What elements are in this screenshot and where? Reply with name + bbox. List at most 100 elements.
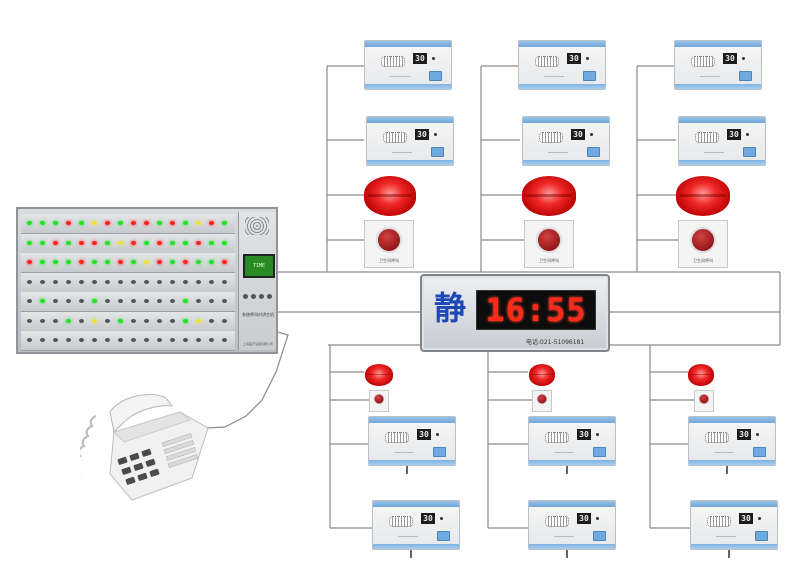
toilet-call-switch[interactable]: 卫生间呼叫 [524,220,574,268]
call-button[interactable] [587,147,600,157]
indicator-row [21,214,235,234]
status-led [27,241,32,245]
handset-cord [726,466,728,474]
call-button[interactable] [739,71,752,81]
call-knob[interactable] [690,227,716,253]
corridor-clock-display: 静 16:55 电话:021-51096181 [420,274,610,352]
toilet-call-switch[interactable]: 卫生间呼叫 [364,220,414,268]
status-led [144,280,149,284]
indicator-row [21,234,235,254]
call-button[interactable] [433,447,446,457]
status-led [196,319,201,323]
call-knob[interactable] [536,227,562,253]
bed-unit[interactable]: 30 [372,500,460,550]
status-led [92,280,97,284]
toilet-call-switch[interactable]: 卫生间呼叫 [678,220,728,268]
status-led [92,241,97,245]
handset-cord [566,466,568,474]
call-knob[interactable] [374,394,385,405]
corridor-lamp [365,364,393,386]
status-led [27,338,32,342]
bed-unit[interactable]: 30 [366,116,454,166]
status-led [170,299,175,303]
corridor-lamp [676,176,730,216]
status-led [144,260,149,264]
status-led [209,338,214,342]
status-led [118,280,123,284]
toilet-call-switch[interactable] [369,390,389,412]
status-led [79,241,84,245]
corridor-lamp [529,364,555,386]
status-led [92,338,97,342]
status-led [105,241,110,245]
bed-unit[interactable]: 30 [518,40,606,90]
status-led [66,319,71,323]
call-button[interactable] [593,447,606,457]
status-led [183,241,188,245]
status-led [27,319,32,323]
status-led [157,319,162,323]
status-led [183,221,188,225]
speaker-grille [707,516,731,527]
bed-unit[interactable]: 30 [368,416,456,466]
bed-unit[interactable]: 30 [678,116,766,166]
bed-number: 30 [739,513,753,524]
toilet-call-switch[interactable] [694,390,714,412]
call-button[interactable] [437,531,450,541]
master-keypad[interactable] [243,294,273,302]
bed-unit[interactable]: 30 [522,116,610,166]
status-led [27,221,32,225]
call-button[interactable] [429,71,442,81]
call-knob[interactable] [699,394,710,405]
handset-cord [406,466,408,474]
call-button[interactable] [755,531,768,541]
status-led [79,260,84,264]
status-led [79,338,84,342]
speaker-grille [691,56,715,67]
switch-label: 卫生间呼叫 [365,258,413,264]
status-led [118,319,123,323]
call-button[interactable] [431,147,444,157]
status-led [79,280,84,284]
bed-number: 30 [413,53,427,64]
call-knob[interactable] [376,227,402,253]
status-led [157,260,162,264]
status-led [66,299,71,303]
speaker-grille [545,516,569,527]
status-led [170,241,175,245]
call-button[interactable] [593,531,606,541]
bed-unit[interactable]: 30 [528,416,616,466]
status-led [66,338,71,342]
status-led [209,221,214,225]
indicator-row [21,273,235,293]
status-led [170,319,175,323]
corridor-lamp [522,176,576,216]
handset-cord [566,550,568,558]
status-led [40,260,45,264]
bed-unit[interactable]: 30 [674,40,762,90]
call-button[interactable] [583,71,596,81]
status-led [118,241,123,245]
toilet-call-switch[interactable] [532,390,552,412]
status-led [209,299,214,303]
status-led [27,260,32,264]
status-led [222,319,227,323]
bed-unit[interactable]: 30 [528,500,616,550]
status-led [157,299,162,303]
master-call-station[interactable]: TIME 16:55 系统呼叫对讲主机 上海医疗设备有限公司 [16,207,278,354]
status-led [92,221,97,225]
indicator-row [21,331,235,351]
coiled-cord [80,416,96,478]
call-knob[interactable] [537,394,548,405]
bed-unit[interactable]: 30 [364,40,452,90]
telephone-handset[interactable] [80,392,212,502]
call-button[interactable] [753,447,766,457]
status-led [170,221,175,225]
status-led [105,221,110,225]
bed-unit[interactable]: 30 [688,416,776,466]
call-button[interactable] [743,147,756,157]
bed-number: 30 [727,129,741,140]
status-led [222,338,227,342]
status-led [131,221,136,225]
bed-unit[interactable]: 30 [690,500,778,550]
